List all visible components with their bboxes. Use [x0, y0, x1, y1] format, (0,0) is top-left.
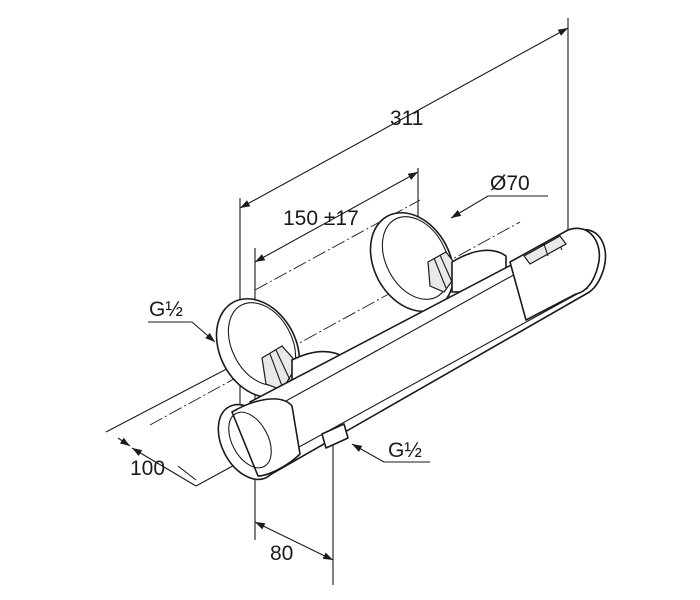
inlet-thread-label: G½: [149, 298, 183, 321]
centre-distance-label: 150 ±17: [283, 207, 359, 230]
overall-length-label: 311: [390, 107, 423, 130]
union-nut-left: [261, 345, 299, 391]
outlet-thread-label: G½: [388, 439, 422, 462]
rosette-diameter-label: Ø70: [490, 172, 530, 195]
projection-label: 100: [130, 457, 165, 480]
outlet-offset-label: 80: [270, 542, 293, 565]
dimension-lines: [105, 18, 569, 585]
handle-left: [217, 398, 301, 481]
outlet-stub: [321, 423, 349, 449]
thermostat-body: [249, 227, 607, 477]
